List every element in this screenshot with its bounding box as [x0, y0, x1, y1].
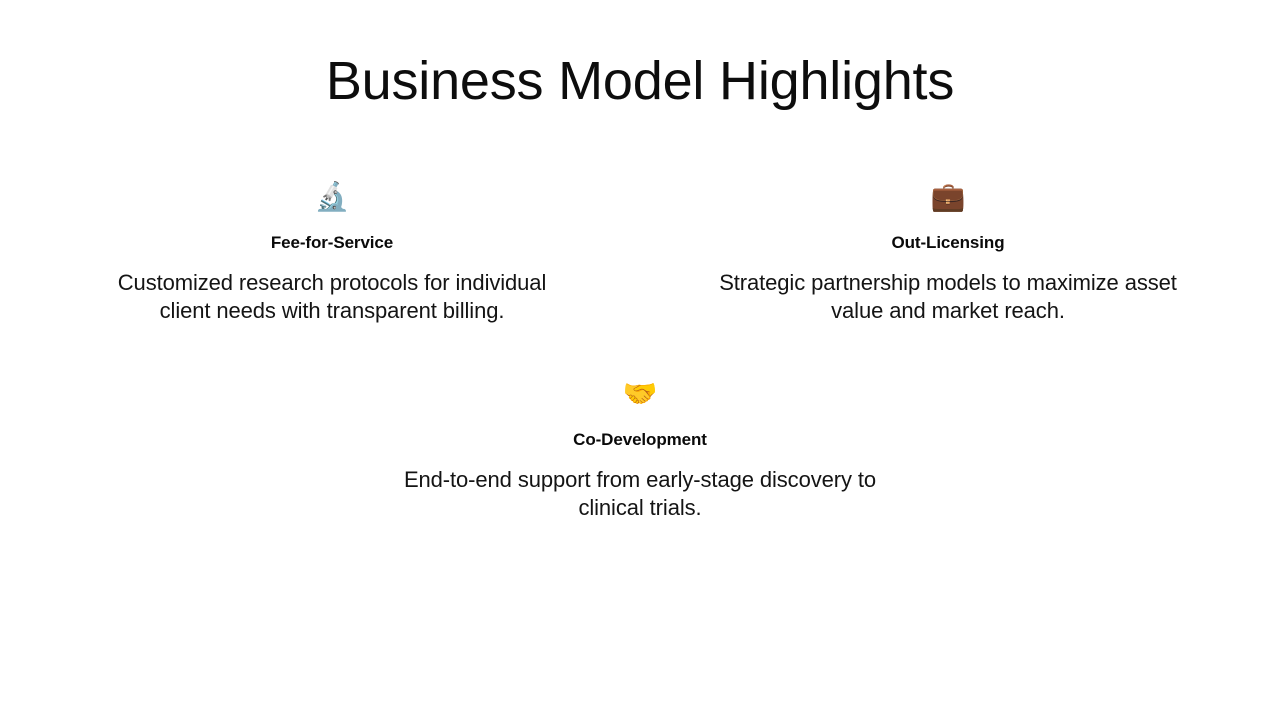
highlight-card-heading: Out-Licensing [891, 233, 1005, 252]
handshake-icon: 🤝 [622, 377, 658, 410]
briefcase-icon: 💼 [930, 180, 966, 213]
highlights-card-grid: 🔬 Fee-for-Service Customized research pr… [0, 180, 1280, 522]
page-title: Business Model Highlights [325, 51, 955, 111]
highlight-card-body: Strategic partnership models to maximize… [719, 270, 1177, 323]
highlight-card-heading: Fee-for-Service [270, 233, 394, 252]
microscope-icon: 🔬 [314, 180, 350, 213]
highlight-card-body: End-to-end support from early-stage disc… [403, 467, 877, 520]
highlight-card-heading: Co-Development [573, 430, 707, 449]
highlight-card-co-development: 🤝 Co-Development End-to-end support from… [332, 377, 948, 522]
highlight-card-out-licensing: 💼 Out-Licensing Strategic partnership mo… [640, 180, 1256, 325]
highlight-card-body: Customized research protocols for indivi… [117, 270, 547, 323]
highlight-card-fee-for-service: 🔬 Fee-for-Service Customized research pr… [24, 180, 640, 325]
